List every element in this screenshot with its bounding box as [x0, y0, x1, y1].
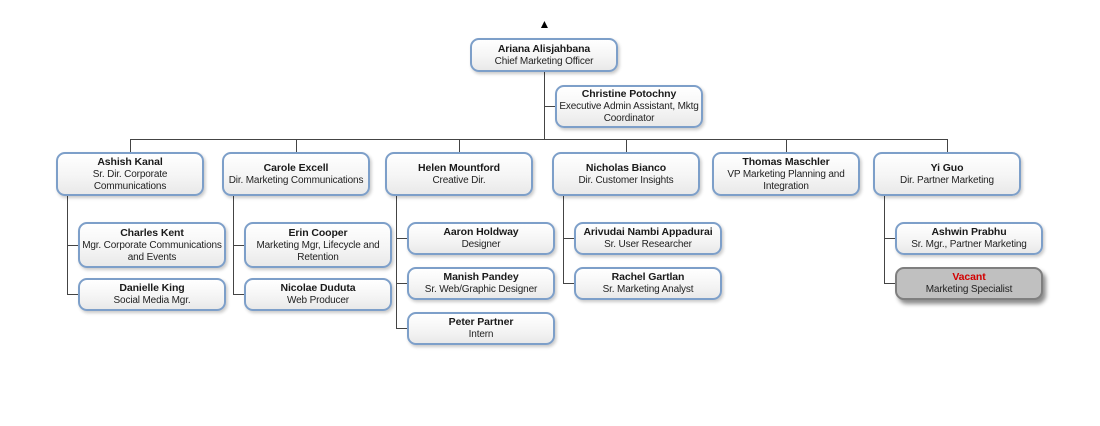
person-name: Ashish Kanal	[97, 155, 163, 168]
org-node-report[interactable]: Nicolae Duduta Web Producer	[244, 278, 392, 311]
org-node-manager[interactable]: Ashish Kanal Sr. Dir. Corporate Communic…	[56, 152, 204, 196]
org-node-vacant[interactable]: Vacant Marketing Specialist	[895, 267, 1043, 300]
org-node-manager[interactable]: Helen Mountford Creative Dir.	[385, 152, 533, 196]
person-title: Web Producer	[287, 295, 349, 306]
connector-line	[884, 196, 885, 283]
person-name: Charles Kent	[120, 226, 184, 239]
org-node-report[interactable]: Danielle King Social Media Mgr.	[78, 278, 226, 311]
person-name: Carole Excell	[263, 161, 329, 174]
person-name: Ashwin Prabhu	[931, 226, 1007, 238]
connector-line	[67, 294, 78, 295]
person-name: Thomas Maschler	[742, 155, 830, 168]
person-title: Dir. Marketing Communications	[228, 174, 364, 186]
connector-line	[233, 245, 244, 246]
person-name: Manish Pandey	[443, 271, 519, 283]
person-title: Intern	[468, 329, 494, 340]
person-title: Sr. User Researcher	[604, 239, 692, 250]
person-name: Peter Partner	[448, 316, 514, 328]
connector-line	[396, 196, 397, 328]
connector-line	[233, 294, 244, 295]
org-node-report[interactable]: Manish Pandey Sr. Web/Graphic Designer	[407, 267, 555, 300]
person-name: Erin Cooper	[288, 226, 348, 239]
org-node-report[interactable]: Ashwin Prabhu Sr. Mgr., Partner Marketin…	[895, 222, 1043, 255]
connector-line	[947, 139, 948, 152]
person-title: Creative Dir.	[432, 174, 486, 186]
person-title: Social Media Mgr.	[113, 295, 191, 306]
person-name: Helen Mountford	[418, 161, 500, 174]
person-name: Nicolae Duduta	[280, 282, 356, 294]
person-title: Chief Marketing Officer	[494, 55, 594, 67]
org-node-manager[interactable]: Carole Excell Dir. Marketing Communicati…	[222, 152, 370, 196]
connector-line	[544, 72, 545, 139]
person-title: Sr. Mgr., Partner Marketing	[911, 239, 1027, 250]
person-title: Marketing Specialist	[925, 284, 1013, 295]
connector-line	[396, 238, 407, 239]
connector-line	[544, 106, 555, 107]
person-title: Mgr. Corporate Communications and Events	[82, 239, 222, 263]
connector-line	[459, 139, 460, 152]
connector-line	[563, 196, 564, 283]
org-node-report[interactable]: Rachel Gartlan Sr. Marketing Analyst	[574, 267, 722, 300]
person-title: Executive Admin Assistant, Mktg Coordina…	[559, 101, 699, 124]
person-name: Christine Potochny	[581, 88, 677, 100]
person-name: Ariana Alisjahbana	[497, 42, 591, 55]
connector-line	[563, 283, 574, 284]
org-node-manager[interactable]: Thomas Maschler VP Marketing Planning an…	[712, 152, 860, 196]
org-node-cmo[interactable]: Ariana Alisjahbana Chief Marketing Offic…	[470, 38, 618, 72]
connector-line	[563, 238, 574, 239]
person-name: Vacant	[952, 271, 986, 283]
connector-line	[130, 139, 947, 140]
org-node-report[interactable]: Arivudai Nambi Appadurai Sr. User Resear…	[574, 222, 722, 255]
person-title: Marketing Mgr, Lifecycle and Retention	[256, 239, 380, 263]
connector-line	[296, 139, 297, 152]
person-name: Arivudai Nambi Appadurai	[583, 226, 713, 238]
org-node-report[interactable]: Erin Cooper Marketing Mgr, Lifecycle and…	[244, 222, 392, 268]
person-name: Aaron Holdway	[443, 226, 519, 238]
person-title: Designer	[461, 239, 501, 250]
collapse-up-icon[interactable]: ▲	[538, 17, 551, 31]
connector-line	[130, 139, 131, 152]
person-name: Rachel Gartlan	[611, 271, 685, 283]
connector-line	[396, 283, 407, 284]
person-title: VP Marketing Planning and Integration	[727, 168, 845, 192]
person-title: Dir. Partner Marketing	[900, 174, 994, 186]
connector-line	[626, 139, 627, 152]
person-name: Yi Guo	[930, 161, 964, 174]
connector-line	[884, 238, 895, 239]
org-node-report[interactable]: Charles Kent Mgr. Corporate Communicatio…	[78, 222, 226, 268]
person-name: Danielle King	[119, 282, 185, 294]
org-node-report[interactable]: Aaron Holdway Designer	[407, 222, 555, 255]
connector-line	[884, 283, 895, 284]
person-title: Sr. Marketing Analyst	[602, 284, 694, 295]
connector-line	[67, 245, 78, 246]
org-node-manager[interactable]: Yi Guo Dir. Partner Marketing	[873, 152, 1021, 196]
person-name: Nicholas Bianco	[585, 161, 667, 174]
org-node-assistant[interactable]: Christine Potochny Executive Admin Assis…	[555, 85, 703, 128]
connector-line	[786, 139, 787, 152]
connector-line	[396, 328, 407, 329]
org-node-manager[interactable]: Nicholas Bianco Dir. Customer Insights	[552, 152, 700, 196]
org-node-report[interactable]: Peter Partner Intern	[407, 312, 555, 345]
person-title: Sr. Dir. Corporate Communications	[92, 168, 168, 192]
person-title: Dir. Customer Insights	[578, 174, 674, 186]
person-title: Sr. Web/Graphic Designer	[424, 284, 538, 295]
